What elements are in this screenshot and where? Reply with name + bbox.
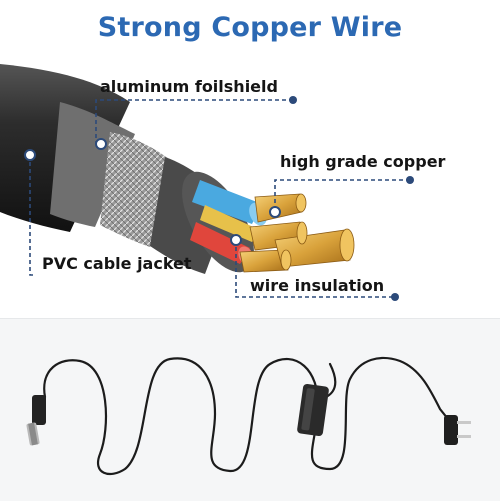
wall-plug xyxy=(444,415,471,445)
label-high-grade-copper: high grade copper xyxy=(280,152,446,171)
page-title: Strong Copper Wire xyxy=(97,12,403,43)
leader-lines xyxy=(29,99,410,298)
power-adapter-brick xyxy=(297,383,329,437)
cable-diagram-panel: aluminum foilshield high grade copper PV… xyxy=(0,62,500,310)
cable-illustration xyxy=(0,64,414,301)
label-pvc-cable-jacket: PVC cable jacket xyxy=(42,254,192,273)
label-wire-insulation: wire insulation xyxy=(250,276,385,295)
cable-product-panel xyxy=(0,318,500,501)
coiled-cable-illustration xyxy=(26,357,471,476)
copper-strands xyxy=(239,193,355,273)
leader-dots xyxy=(289,96,414,301)
red-wire-shape xyxy=(190,222,250,264)
blue-wire-shape xyxy=(192,180,262,224)
label-aluminum-foilshield: aluminum foilshield xyxy=(100,77,278,96)
braided-shield-shape xyxy=(100,132,185,247)
cable-loop-path xyxy=(43,357,450,476)
dc-barrel-plug xyxy=(26,395,46,446)
